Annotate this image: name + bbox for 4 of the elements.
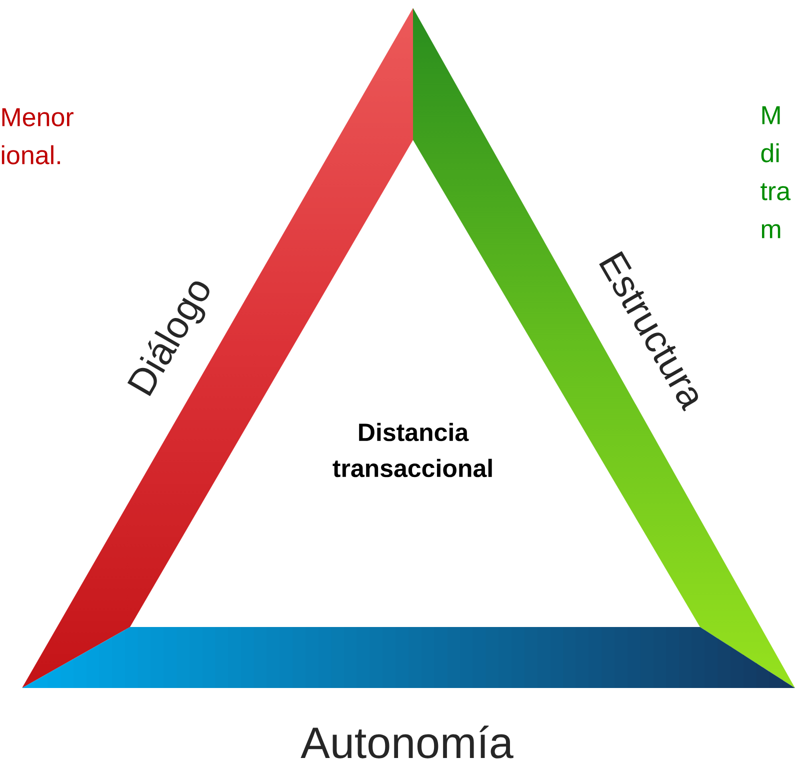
center-text: Distancia transaccional xyxy=(332,422,492,478)
side-note: Menor ional. xyxy=(2,108,74,164)
side-note: M di tra m xyxy=(760,106,791,238)
side-label: Autonomía xyxy=(300,726,514,758)
